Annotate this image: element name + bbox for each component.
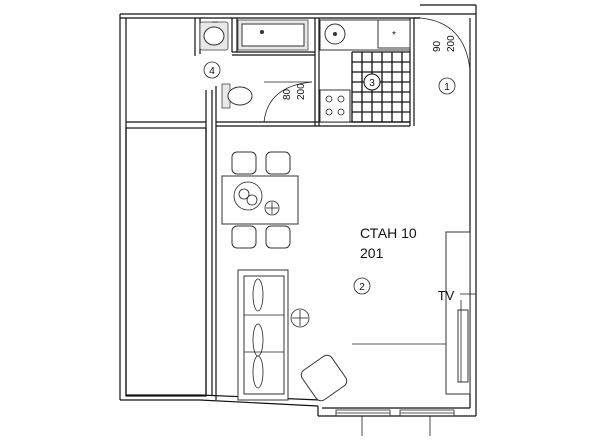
bathroom-door: 80 200 [263,81,313,123]
sofa [237,269,310,401]
chair-icon [231,225,257,249]
kitchen-tiles [351,51,410,123]
room-1-marker [438,77,456,95]
tv-unit: TV [438,231,476,395]
room-3-label: 3 [369,78,375,89]
bath-door-width: 80 [282,88,293,100]
stove-icon [319,89,351,123]
room-1-label: 1 [444,82,450,93]
kitchen: * 3 [319,19,411,123]
plant-icon [264,200,280,216]
bathroom-fixtures: 4 [199,19,309,109]
chair-icon [265,225,291,249]
svg-text:*: * [392,30,396,41]
dining-table [221,151,299,249]
room-2-label: 2 [359,282,365,293]
chair-icon [231,151,257,175]
apartment-name: СТАН 10 [360,225,417,241]
armchair-icon [300,354,348,402]
room-4-label: 4 [209,66,215,77]
room-3-marker [363,73,381,91]
apartment-area: 201 [360,245,384,261]
tv-label: TV [438,288,455,303]
bath-door-height: 200 [296,83,307,100]
fridge-icon [377,19,411,49]
room-4-marker [203,61,221,79]
entry-door-height: 200 [446,35,457,52]
entry-door-width: 90 [432,40,443,52]
floor-plant-icon [290,308,310,328]
entry-door: 90 200 [419,4,476,71]
chair-icon [265,151,291,175]
room-2-marker [353,277,371,295]
bottom-window [335,409,455,436]
